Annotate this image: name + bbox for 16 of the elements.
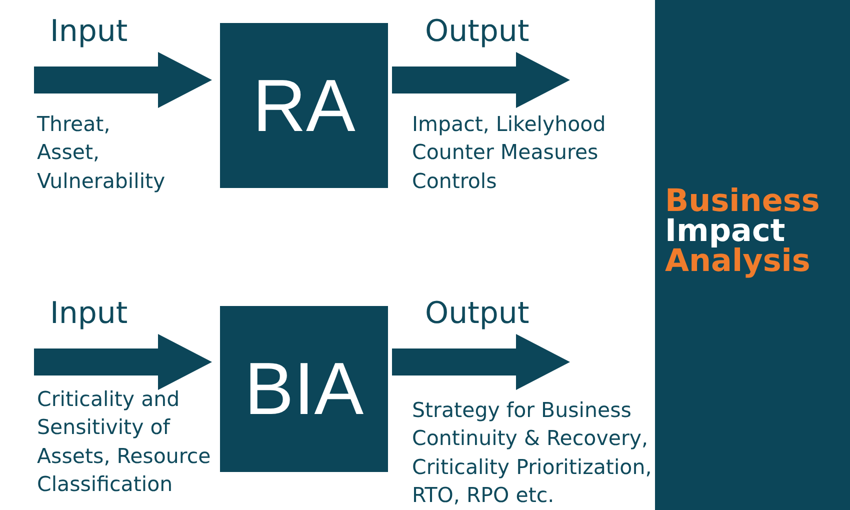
block-arrow (392, 334, 570, 390)
process-box: BIA (220, 306, 388, 472)
block-arrow (34, 334, 212, 390)
panel-title: Business Impact Analysis (665, 186, 820, 276)
description-text: Strategy for Business Continuity & Recovery, Criticality Prioritization, RTO, RPO etc. (412, 397, 653, 509)
edge-label: Output (425, 16, 530, 48)
description-text: Criticality and Sensitivity of Assets, Resource Classification (37, 386, 212, 498)
edge-label: Output (425, 298, 530, 330)
side-panel (655, 0, 850, 510)
edge-label: Input (50, 16, 128, 48)
description-text: Threat, Asset, Vulnerability (37, 111, 166, 195)
edge-label: Input (50, 298, 128, 330)
block-arrow (34, 52, 212, 108)
block-arrow (392, 52, 570, 108)
description-text: Impact, Likelyhood Counter Measures Controls (412, 111, 607, 195)
process-box: RA (220, 23, 388, 188)
